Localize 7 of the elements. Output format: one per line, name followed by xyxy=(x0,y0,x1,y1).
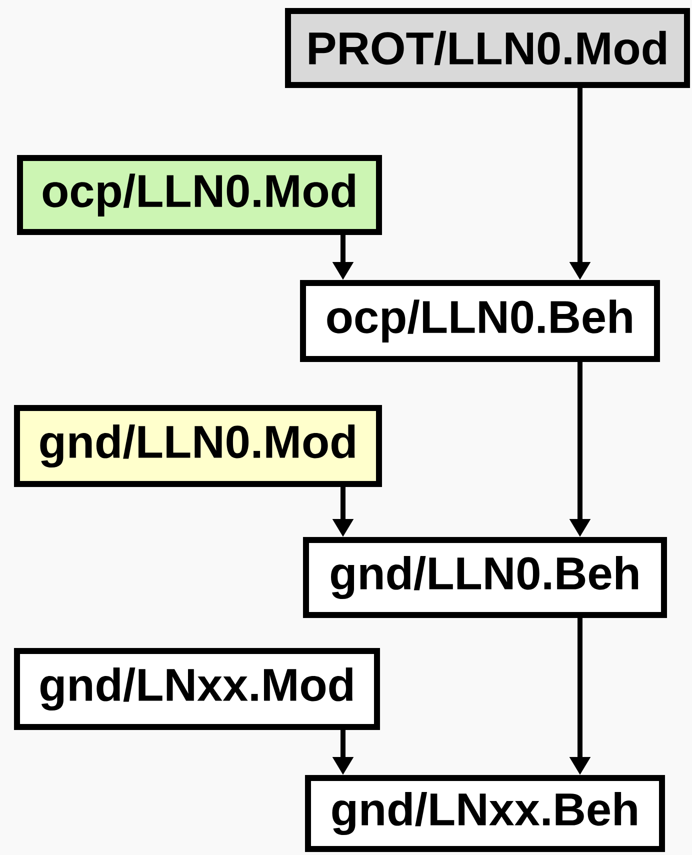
label-box: ocp/LLN0.Beh xyxy=(300,280,660,362)
label-box: gnd/LLN0.Beh xyxy=(303,537,667,618)
label-box: PROT/LLN0.Mod xyxy=(285,8,690,88)
label-box: gnd/LNxx.Mod xyxy=(14,648,380,730)
label-box: ocp/LLN0.Mod xyxy=(17,155,382,235)
label-box: gnd/LNxx.Beh xyxy=(305,775,665,852)
label-box: gnd/LLN0.Mod xyxy=(14,405,382,487)
